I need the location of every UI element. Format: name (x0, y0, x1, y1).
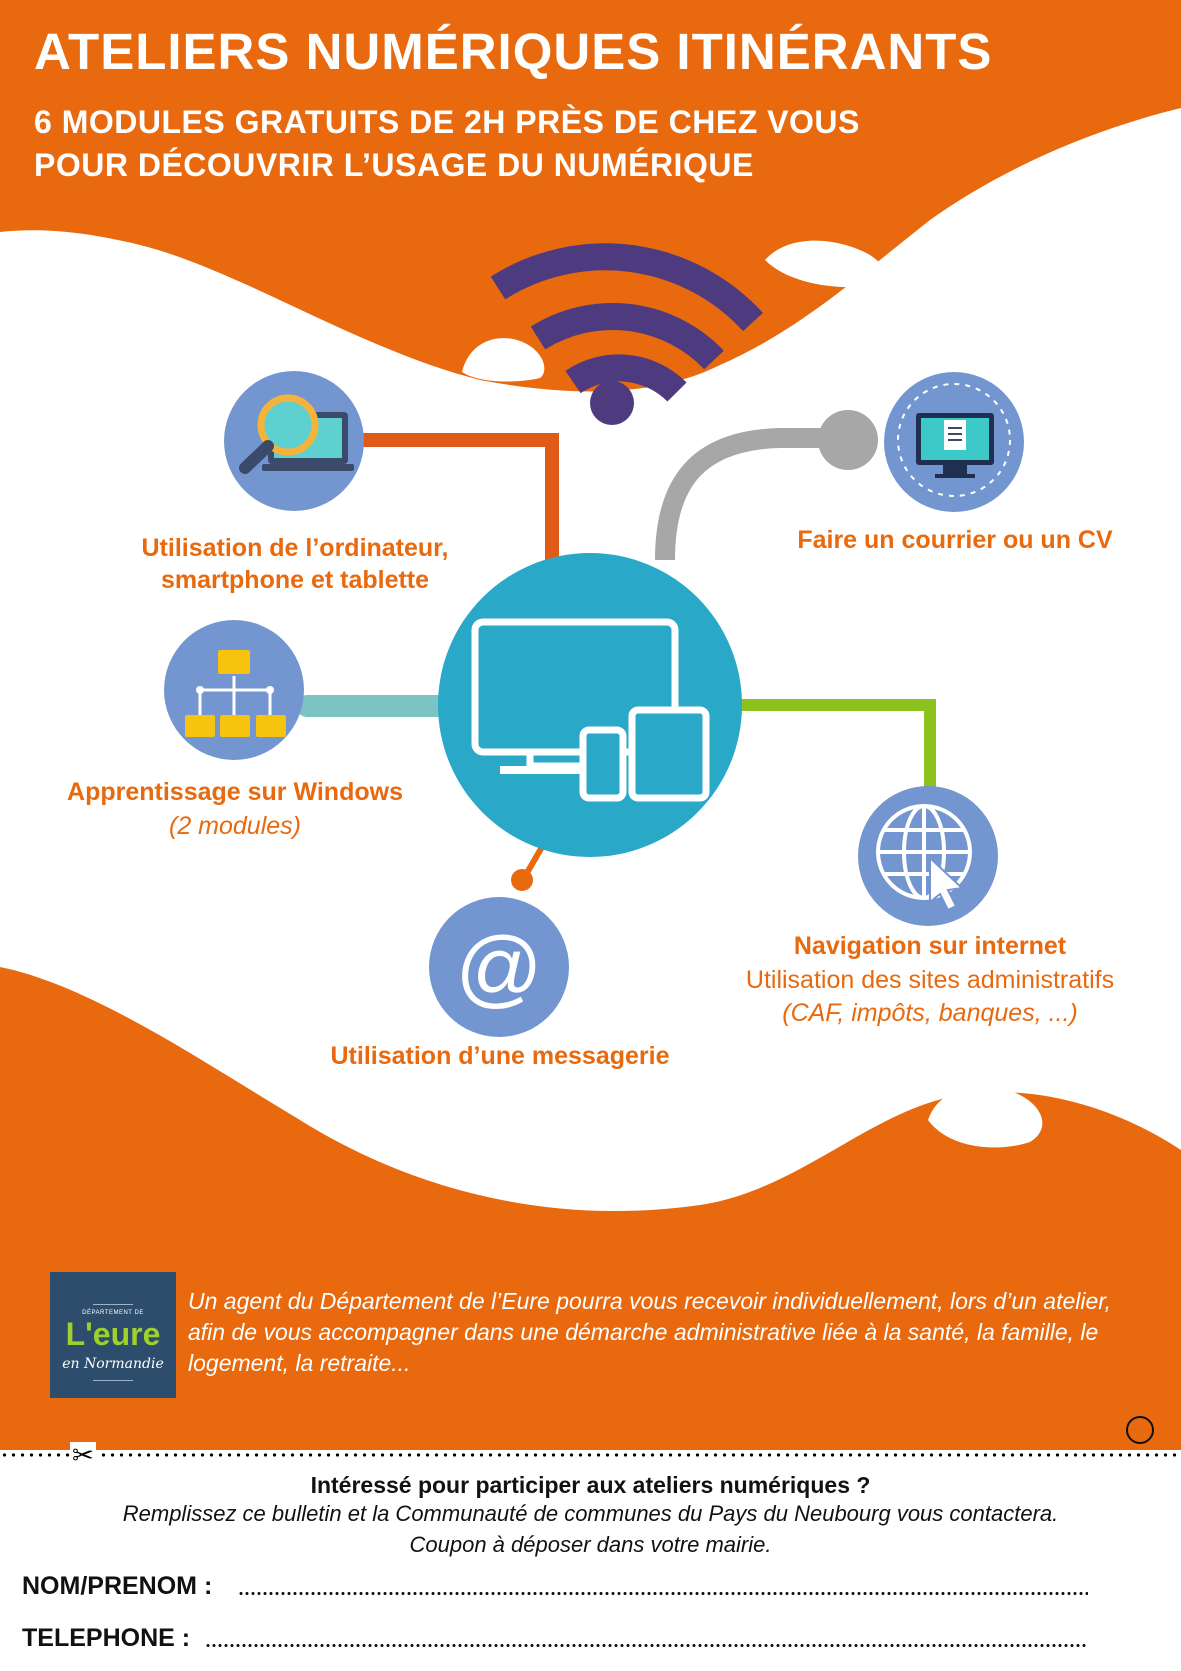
svg-text:@: @ (455, 920, 542, 1016)
logo-small-text: DÉPARTEMENT DE (82, 1310, 144, 1316)
scissors-icon: ✂ (70, 1440, 96, 1470)
wifi-icon (490, 243, 763, 402)
document-monitor-icon (884, 372, 1024, 512)
module-windows-title: Apprentissage sur Windows (67, 778, 403, 806)
module-ordinateur-title-2: smartphone et tablette (160, 566, 430, 594)
coupon-instruction-2: Coupon à déposer dans votre mairie. (409, 1532, 772, 1557)
eure-department-logo: DÉPARTEMENT DE L'eure en Normandie (50, 1272, 176, 1398)
module-ordinateur-title: Utilisation de l’ordinateur, (141, 534, 449, 562)
cut-line (0, 1453, 1181, 1457)
field-phone-label: TELEPHONE : (22, 1624, 191, 1652)
module-internet-examples: (CAF, impôts, banques, ...) (782, 999, 1078, 1027)
subtitle-line-2: POUR DÉCOUVRIR L’USAGE DU NUMÉRIQUE (34, 147, 754, 183)
laptop-magnifier-icon (224, 371, 364, 511)
module-windows-note: (2 modules) (169, 812, 301, 840)
at-sign-icon: @ (429, 897, 569, 1037)
field-name-label: NOM/PRENOM : (22, 1572, 213, 1600)
module-internet-title: Navigation sur internet (793, 932, 1067, 960)
page-title: ATELIERS NUMÉRIQUES ITINÉRANTS (34, 23, 993, 80)
logo-sub-text: en Normandie (62, 1356, 164, 1372)
module-courrier-title: Faire un courrier ou un CV (797, 526, 1113, 554)
subtitle-line-1: 6 MODULES GRATUITS DE 2H PRÈS DE CHEZ VO… (34, 104, 860, 140)
phone-field[interactable] (205, 1644, 1088, 1647)
folder-tree-icon (164, 620, 304, 760)
info-paragraph: Un agent du Département de l’Eure pourra… (188, 1288, 1112, 1376)
globe-cursor-icon (858, 786, 998, 926)
coupon-question: Intéressé pour participer aux ateliers n… (310, 1472, 871, 1498)
coupon-instruction-1: Remplissez ce bulletin et la Communauté … (122, 1501, 1059, 1526)
module-messagerie-title: Utilisation d’une messagerie (330, 1042, 670, 1070)
module-internet-subtitle: Utilisation des sites administratifs (745, 966, 1115, 994)
name-field[interactable] (238, 1592, 1088, 1595)
logo-main-text: L'eure (65, 1316, 161, 1352)
